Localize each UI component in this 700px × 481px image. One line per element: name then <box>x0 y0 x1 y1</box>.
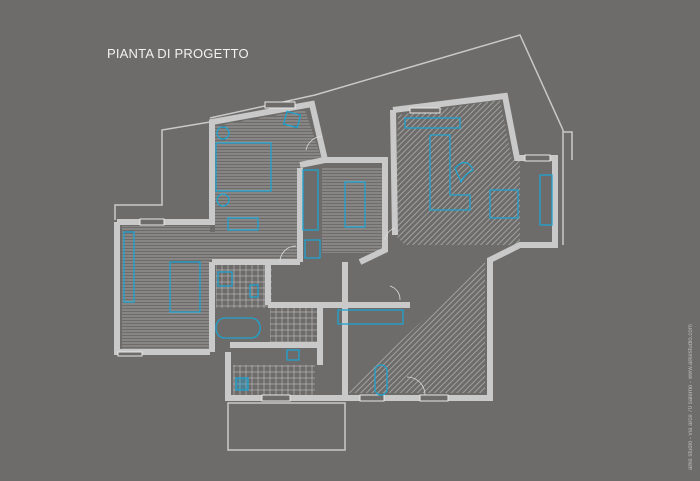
stair-unit <box>304 239 321 259</box>
dining-table-2 <box>374 364 388 396</box>
study-floor <box>322 168 382 253</box>
living-cabinet <box>123 231 135 303</box>
study-sofa <box>344 181 366 228</box>
bathroom2-floor <box>270 308 320 344</box>
furniture <box>123 110 553 396</box>
kitchen-island <box>429 134 471 211</box>
bedroom-floor <box>215 110 322 232</box>
armchair-curved <box>454 161 474 184</box>
toilet <box>249 284 259 298</box>
bed <box>215 142 272 192</box>
dining-table <box>489 189 519 219</box>
shower <box>217 271 233 287</box>
sink <box>286 349 300 361</box>
nightstand <box>216 126 230 140</box>
nightstand <box>216 193 230 207</box>
floor-finishes <box>122 100 520 395</box>
kitchen-unit <box>337 309 404 325</box>
corridor-floor <box>210 232 300 260</box>
plan-title: PIANTA DI PROGETTO <box>107 46 249 61</box>
windows <box>117 101 551 402</box>
bathtub <box>215 317 261 339</box>
desk <box>227 217 259 231</box>
dining-floor <box>345 262 485 393</box>
doors <box>279 135 426 396</box>
walls <box>114 92 558 401</box>
sideboard <box>539 174 553 226</box>
washing-machine <box>235 377 249 391</box>
living-sofa <box>169 261 201 313</box>
living-room-floor <box>122 226 210 349</box>
wardrobe <box>302 169 319 231</box>
kitchen-counter <box>404 117 461 129</box>
armchair <box>282 110 302 129</box>
